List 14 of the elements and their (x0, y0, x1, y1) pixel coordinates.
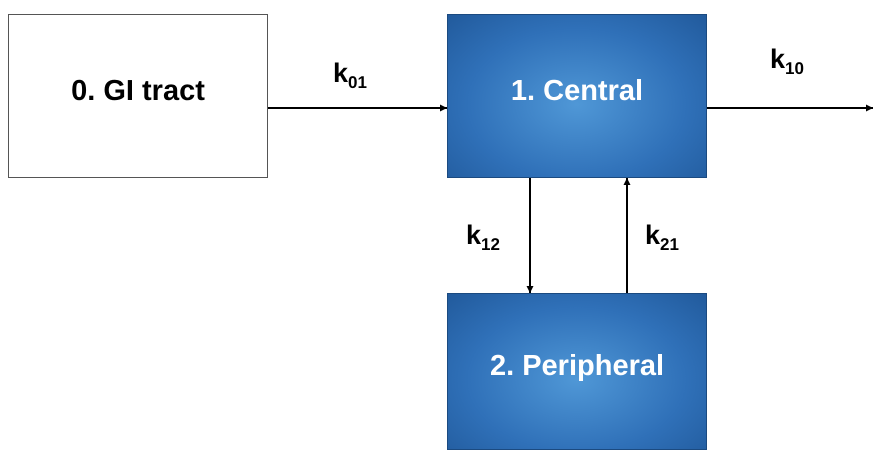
compartment-box (447, 293, 707, 450)
rate-constant-label: k$_{10}$ (770, 44, 804, 79)
arrow (624, 178, 630, 293)
compartment-label: 1. Central (510, 74, 644, 108)
rate-constant-label: k$_{12}$ (466, 220, 500, 255)
rate-constant-label: k$_{21}$ (645, 220, 679, 255)
compartment-label: 0. GI tract (71, 74, 205, 108)
arrow (268, 104, 447, 112)
compartment-label: 2. Peripheral (490, 350, 664, 384)
compartment-box (447, 14, 707, 178)
compartment-box (8, 14, 268, 178)
arrow (526, 178, 534, 293)
rate-constant-label: k$_{01}$ (333, 58, 367, 93)
arrow (707, 104, 873, 112)
